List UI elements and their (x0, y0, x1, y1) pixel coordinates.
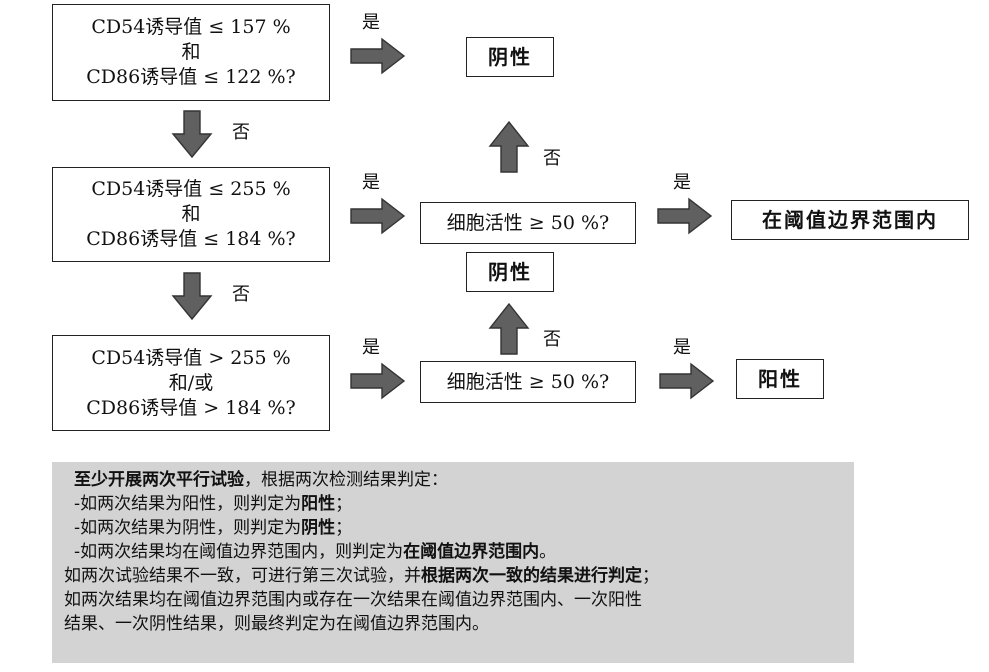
result-negative-box-2: 阴性 (466, 252, 554, 292)
arrow-right-icon (659, 362, 715, 400)
condition-box-3: CD54诱导值 > 255 % 和/或 CD86诱导值 > 184 %? (52, 335, 330, 431)
note-paragraph-1-text: 如两次试验结果不一致，可进行第三次试验，并 (64, 566, 421, 586)
note-item-1-end: ； (335, 494, 353, 514)
condition-1-line-1: CD54诱导值 ≤ 157 % (91, 16, 291, 38)
result-borderline-box: 在阈值边界范围内 (731, 200, 969, 240)
condition-3-line-1: CD54诱导值 > 255 % (91, 346, 291, 369)
note-paragraph-2-line-1: 如两次结果均在阈值边界范围内或存在一次结果在阈值边界范围内、一次阳性 (64, 590, 642, 610)
explanation-note: 至少开展两次平行试验，根据两次检测结果判定： -如两次结果为阳性，则判定为阳性；… (52, 462, 854, 663)
arrow-up-icon (488, 120, 530, 173)
note-paragraph-2-line-2: 结果、一次阴性结果，则最终判定为在阈值边界范围内。 (64, 614, 489, 634)
result-positive-box: 阳性 (736, 359, 824, 399)
note-paragraph-1: 如两次试验结果不一致，可进行第三次试验，并根据两次一致的结果进行判定； (64, 564, 844, 588)
viability-box-2: 细胞活性 ≥ 50 %? (420, 361, 636, 403)
note-paragraph-1-end: ； (642, 566, 659, 586)
condition-2-line-1: CD54诱导值 ≤ 255 % (91, 178, 291, 200)
condition-3-line-2: 和/或 (168, 371, 214, 394)
no-label: 否 (232, 284, 250, 305)
condition-2-line-2: 和 (181, 203, 201, 225)
note-item-3-bold: 在阈值边界范围内 (403, 542, 540, 562)
yes-label: 是 (673, 337, 691, 358)
yes-label: 是 (362, 172, 380, 193)
arrow-right-icon (350, 362, 406, 400)
arrow-up-icon (488, 302, 530, 355)
note-item-2-bold: 阴性 (301, 518, 336, 538)
note-item-1-text: -如两次结果为阳性，则判定为 (74, 494, 302, 514)
note-line-1: 至少开展两次平行试验，根据两次检测结果判定： (64, 468, 844, 492)
note-item-3-end: 。 (539, 542, 557, 562)
arrow-right-icon (350, 37, 406, 75)
note-line-1-rest: ，根据两次检测结果判定： (244, 470, 448, 490)
note-line-1-bold: 至少开展两次平行试验 (74, 470, 244, 490)
note-item-2-text: -如两次结果为阴性，则判定为 (74, 518, 302, 538)
condition-box-1: CD54诱导值 ≤ 157 % 和 CD86诱导值 ≤ 122 %? (52, 4, 330, 101)
no-label: 否 (232, 122, 250, 143)
no-label: 否 (543, 329, 561, 350)
no-label: 否 (543, 148, 561, 169)
note-item-1: -如两次结果为阳性，则判定为阳性； (64, 492, 844, 516)
arrow-right-icon (657, 197, 713, 235)
arrow-down-icon (171, 272, 213, 321)
arrow-right-icon (350, 197, 406, 235)
result-negative-box-1: 阴性 (466, 37, 554, 77)
note-item-3: -如两次结果均在阈值边界范围内，则判定为在阈值边界范围内。 (64, 540, 844, 564)
condition-2-line-3: CD86诱导值 ≤ 184 %? (86, 228, 296, 250)
arrow-down-icon (171, 110, 213, 159)
viability-box-1: 细胞活性 ≥ 50 %? (420, 202, 636, 244)
yes-label: 是 (362, 12, 380, 33)
condition-1-line-3: CD86诱导值 ≤ 122 %? (86, 66, 296, 88)
condition-3-line-3: CD86诱导值 > 184 %? (86, 396, 296, 419)
note-item-2: -如两次结果为阴性，则判定为阴性； (64, 516, 844, 540)
yes-label: 是 (673, 172, 691, 193)
note-item-3-text: -如两次结果均在阈值边界范围内，则判定为 (74, 542, 404, 562)
note-item-2-end: ； (335, 518, 353, 538)
yes-label: 是 (362, 337, 380, 358)
note-item-1-bold: 阳性 (301, 494, 336, 514)
note-paragraph-1-bold: 根据两次一致的结果进行判定 (421, 566, 642, 586)
condition-box-2: CD54诱导值 ≤ 255 % 和 CD86诱导值 ≤ 184 %? (52, 167, 330, 262)
condition-1-line-2: 和 (181, 41, 201, 63)
